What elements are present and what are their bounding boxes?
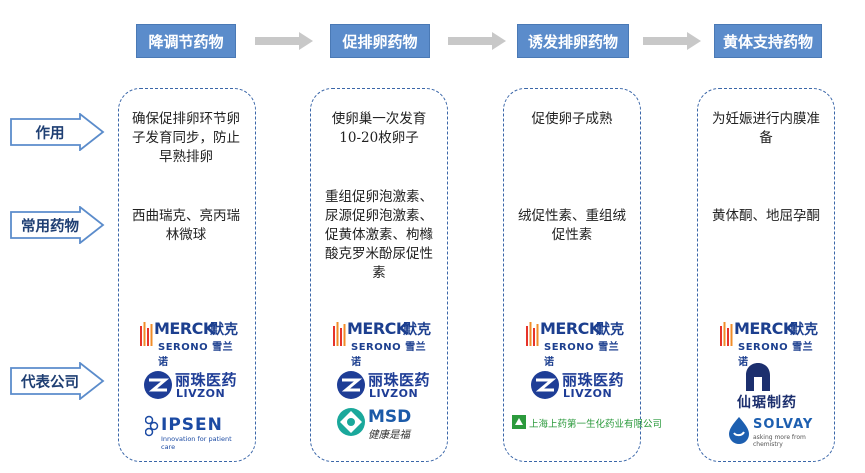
stage-header-1: 降调节药物 bbox=[136, 24, 236, 58]
connector-arrow-3 bbox=[643, 32, 701, 50]
stage-function-text: 促使卵子成熟 bbox=[531, 111, 613, 127]
livzon-en-name: LIVZON bbox=[176, 387, 226, 400]
merck-bars-icon bbox=[333, 322, 346, 346]
merck-bars-icon bbox=[526, 322, 539, 346]
stage-function-text: 确保促排卵环节卵子发育同步，防止早熟排卵 bbox=[132, 111, 240, 165]
stage-column-4 bbox=[697, 88, 835, 462]
stage-drugs-text: 重组促卵泡激素、尿源促卵泡激素、促黄体激素、枸橼酸克罗米酚尿促性素 bbox=[325, 189, 433, 281]
merck-name: MERCK bbox=[540, 319, 601, 338]
xianju-name: 仙琚制药 bbox=[737, 395, 797, 411]
label-arrow-icon bbox=[10, 113, 105, 151]
livzon-mark-icon bbox=[337, 371, 365, 399]
connector-arrow-1 bbox=[255, 32, 313, 50]
merck-serono-logo: MERCK 默克 SERONO 雪兰诺 bbox=[140, 318, 240, 368]
ipsen-logo: IPSEN Innovation for patient care bbox=[145, 415, 245, 451]
ipsen-mark-icon bbox=[145, 415, 159, 437]
merck-serono-text: SERONO 雪兰诺 bbox=[158, 342, 234, 368]
livzon-logo: 丽珠医药 LIVZON bbox=[143, 370, 253, 402]
livzon-cn-name: 丽珠医药 bbox=[562, 371, 625, 389]
xianju-mark-icon bbox=[746, 363, 770, 391]
stage-header-3: 诱发排卵药物 bbox=[517, 24, 629, 58]
stage-column-2 bbox=[310, 88, 448, 462]
livzon-mark-icon bbox=[531, 371, 559, 399]
shanghai-company-name: 上海上药第一生化药业有限公司 bbox=[529, 419, 663, 430]
livzon-logo: 丽珠医药 LIVZON bbox=[336, 370, 446, 402]
solvay-name: SOLVAY bbox=[753, 417, 814, 432]
solvay-tagline: asking more from chemistry bbox=[753, 434, 806, 448]
shanghai-biochem-logo: 上海上药第一生化药业有限公司 bbox=[512, 414, 662, 434]
xianju-logo: 仙琚制药 bbox=[717, 362, 817, 412]
row-label-companies: 代表公司 bbox=[10, 362, 105, 400]
row-label-text: 代表公司 bbox=[21, 373, 79, 391]
merck-serono-logo: MERCK 默克 SERONO 雪兰诺 bbox=[720, 318, 820, 368]
merck-serono-text: SERONO 雪兰诺 bbox=[351, 342, 427, 368]
stage-drugs-text: 绒促性素、重组绒促性素 bbox=[518, 208, 626, 243]
solvay-mark-icon bbox=[729, 417, 749, 444]
msd-logo: MSD 健康是福 bbox=[336, 407, 436, 443]
livzon-en-name: LIVZON bbox=[369, 387, 419, 400]
ipsen-name: IPSEN bbox=[161, 415, 223, 435]
connector-arrow-2 bbox=[448, 32, 506, 50]
merck-bars-icon bbox=[140, 322, 153, 346]
stage-header-4: 黄体支持药物 bbox=[714, 24, 822, 58]
row-label-text: 常用药物 bbox=[21, 217, 79, 235]
merck-cn-name: 默克 bbox=[210, 322, 238, 338]
stage-column-3 bbox=[503, 88, 641, 462]
stage-function-text: 为妊娠进行内膜准备 bbox=[712, 111, 820, 146]
livzon-cn-name: 丽珠医药 bbox=[175, 371, 238, 389]
stage-drugs-text: 黄体酮、地屈孕酮 bbox=[712, 208, 820, 224]
stage-header-2: 促排卵药物 bbox=[330, 24, 430, 58]
merck-serono-logo: MERCK 默克 SERONO 雪兰诺 bbox=[526, 318, 626, 368]
merck-cn-name: 默克 bbox=[596, 322, 624, 338]
merck-bars-icon bbox=[720, 322, 733, 346]
merck-serono-text: SERONO 雪兰诺 bbox=[544, 342, 620, 368]
label-arrow-icon bbox=[10, 362, 105, 400]
row-label-text: 作用 bbox=[35, 124, 65, 142]
merck-name: MERCK bbox=[347, 319, 408, 338]
stage-column-1 bbox=[118, 88, 256, 462]
merck-serono-logo: MERCK 默克 SERONO 雪兰诺 bbox=[333, 318, 433, 368]
merck-serono-text: SERONO 雪兰诺 bbox=[738, 342, 814, 368]
livzon-mark-icon bbox=[144, 371, 172, 399]
merck-name: MERCK bbox=[154, 319, 215, 338]
shanghai-mark-icon bbox=[512, 415, 526, 429]
livzon-en-name: LIVZON bbox=[563, 387, 613, 400]
stage-function-text: 使卵巢一次发育10-20枚卵子 bbox=[331, 111, 427, 146]
msd-mark-icon bbox=[337, 408, 365, 436]
merck-cn-name: 默克 bbox=[403, 322, 431, 338]
merck-cn-name: 默克 bbox=[790, 322, 818, 338]
ipsen-tagline: Innovation for patient care bbox=[161, 435, 232, 451]
label-arrow-icon bbox=[10, 206, 105, 244]
merck-name: MERCK bbox=[734, 319, 795, 338]
row-label-drugs: 常用药物 bbox=[10, 206, 105, 244]
msd-tagline: 健康是福 bbox=[368, 429, 410, 441]
row-label-function: 作用 bbox=[10, 113, 105, 151]
solvay-logo: SOLVAY asking more from chemistry bbox=[727, 416, 827, 448]
msd-name: MSD bbox=[368, 407, 412, 427]
livzon-cn-name: 丽珠医药 bbox=[368, 371, 431, 389]
stage-drugs-text: 西曲瑞克、亮丙瑞林微球 bbox=[132, 208, 240, 243]
livzon-logo: 丽珠医药 LIVZON bbox=[530, 370, 640, 402]
